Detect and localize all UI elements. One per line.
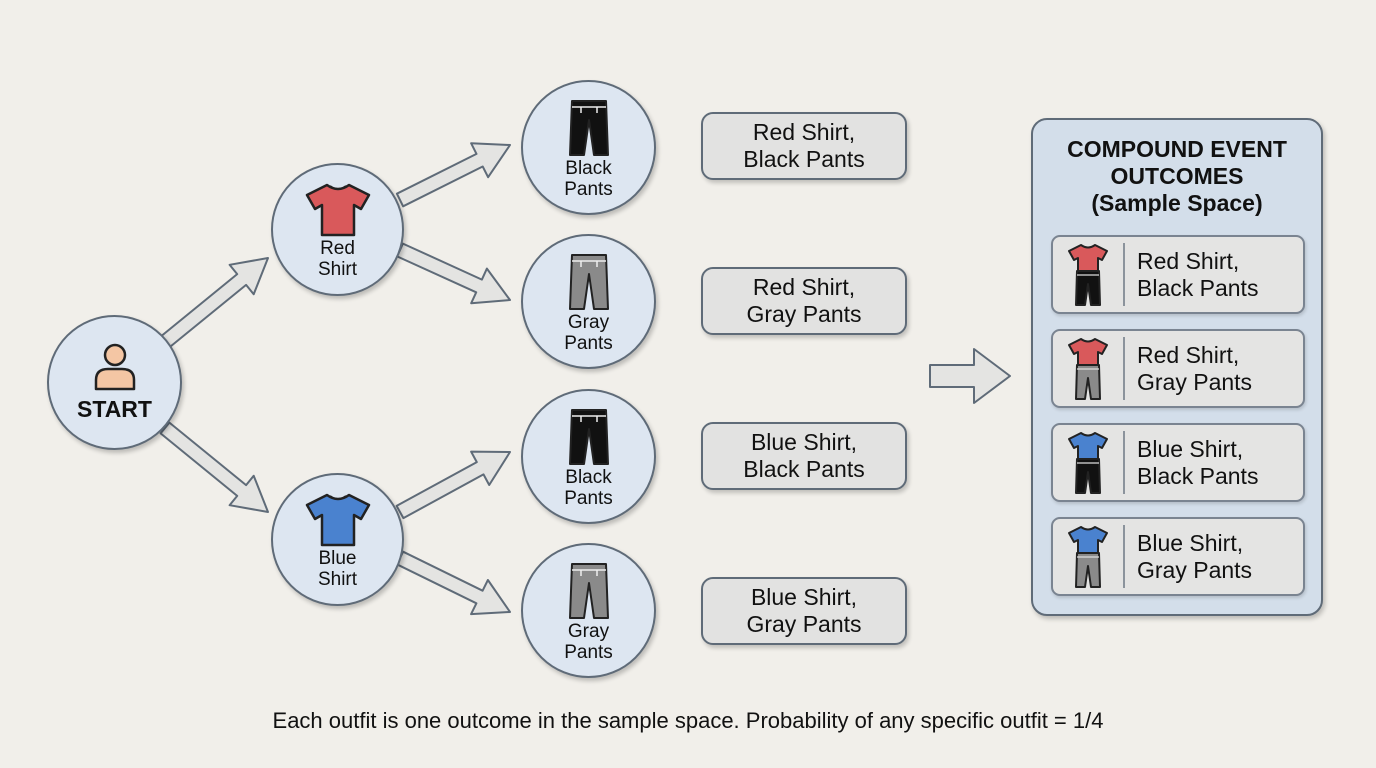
outfit-icon	[1068, 338, 1108, 400]
branch-arrow-red-black	[395, 142, 511, 208]
sample-space-item: Red Shirt,Black Pants	[1051, 235, 1305, 314]
branch-arrow-red-gray	[396, 242, 511, 305]
outcome-box-4: Blue Shirt,Gray Pants	[701, 577, 907, 645]
sample-space-item: Red Shirt,Gray Pants	[1051, 329, 1305, 408]
branch-arrow-start-red	[159, 257, 269, 349]
to-sample-space-arrow	[929, 348, 1011, 404]
outfit-icon	[1068, 244, 1108, 306]
outfit-icon	[1068, 432, 1108, 494]
shirt-icon	[305, 183, 370, 236]
branch-arrow-start-blue	[159, 421, 269, 513]
caption: Each outfit is one outcome in the sample…	[272, 708, 1104, 733]
outcome-box-1: Red Shirt,Black Pants	[701, 112, 907, 180]
pants-icon	[568, 408, 609, 465]
pants-icon	[568, 253, 609, 310]
sample-space-item: Blue Shirt,Black Pants	[1051, 423, 1305, 502]
pants-icon	[568, 562, 609, 619]
start-label: START	[77, 396, 152, 422]
outcome-box-3: Blue Shirt,Black Pants	[701, 422, 907, 490]
sample-space-item: Blue Shirt,Gray Pants	[1051, 517, 1305, 596]
panel-title: COMPOUND EVENT OUTCOMES (Sample Space)	[1067, 136, 1287, 216]
outfit-icon	[1068, 526, 1108, 588]
outcome-box-2: Red Shirt,Gray Pants	[701, 267, 907, 335]
sample-space-panel: COMPOUND EVENT OUTCOMES (Sample Space) R…	[1031, 118, 1323, 616]
branch-arrow-blue-gray	[395, 550, 511, 616]
branch-arrow-blue-black	[395, 450, 511, 520]
shirt-icon	[305, 493, 370, 546]
pants-icon	[568, 99, 609, 156]
person-icon	[94, 343, 135, 391]
start-node: START	[47, 315, 182, 450]
